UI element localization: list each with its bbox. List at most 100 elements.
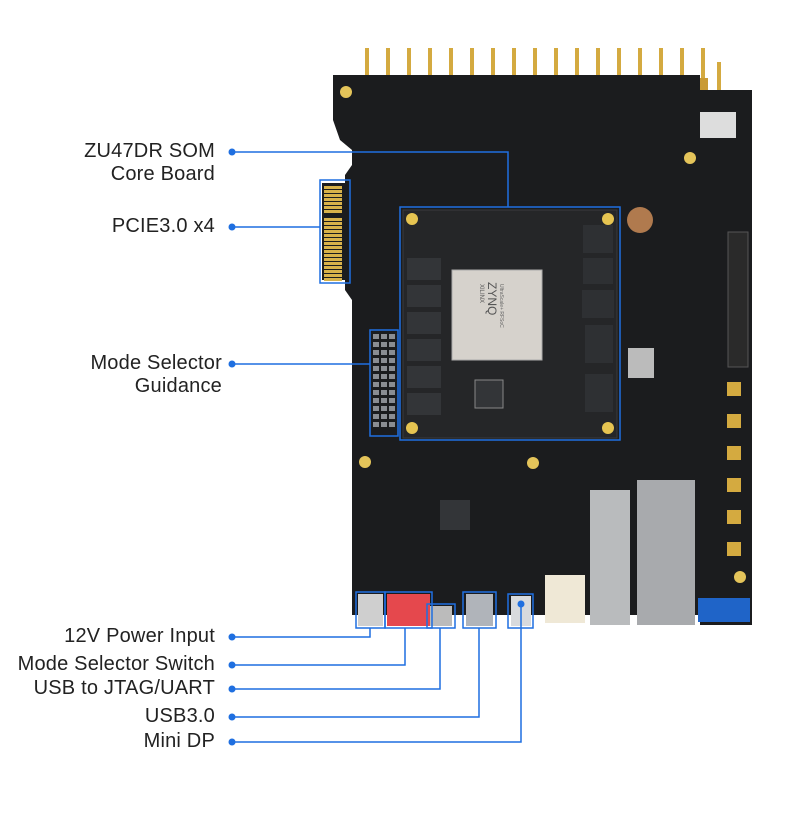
guidance-cell bbox=[381, 398, 387, 403]
sma-connector bbox=[638, 48, 642, 78]
label-guidance: Mode Selector Guidance bbox=[90, 352, 222, 398]
guidance-cell bbox=[373, 414, 379, 419]
guidance-cell bbox=[381, 422, 387, 427]
pcie-finger bbox=[324, 230, 342, 233]
side-sma-connector bbox=[727, 414, 741, 428]
pcie-finger bbox=[324, 238, 342, 241]
sma-connector bbox=[365, 48, 369, 78]
guidance-cell bbox=[389, 414, 395, 419]
side-sma-connector bbox=[727, 382, 741, 396]
pcie-finger bbox=[324, 194, 342, 197]
ddr-chip bbox=[407, 393, 441, 415]
chip-series: UltraScale+ RFSoC bbox=[498, 284, 504, 328]
ddr-chip bbox=[407, 339, 441, 361]
guidance-cell bbox=[389, 390, 395, 395]
guidance-cell bbox=[389, 342, 395, 347]
guidance-cell bbox=[389, 334, 395, 339]
guidance-cell bbox=[373, 350, 379, 355]
side-sma-connector bbox=[727, 478, 741, 492]
sma-connector bbox=[533, 48, 537, 78]
label-pcie: PCIE3.0 x4 bbox=[111, 215, 215, 237]
guidance-cell bbox=[373, 422, 379, 427]
guidance-cell bbox=[381, 342, 387, 347]
guidance-cell bbox=[389, 366, 395, 371]
guidance-cell bbox=[373, 342, 379, 347]
guidance-cell bbox=[373, 390, 379, 395]
guidance-cell bbox=[373, 358, 379, 363]
pcie-finger bbox=[324, 258, 342, 261]
sma-connector bbox=[596, 48, 600, 78]
sma-connector bbox=[680, 48, 684, 78]
rtc-battery bbox=[627, 207, 653, 233]
wireless-module bbox=[700, 112, 736, 138]
pcie-finger bbox=[324, 218, 342, 221]
pin-header bbox=[727, 231, 749, 368]
sma-connector bbox=[512, 48, 516, 78]
pcie-finger bbox=[324, 274, 342, 277]
sma-connector bbox=[428, 48, 432, 78]
mounting-holes bbox=[340, 86, 746, 583]
guidance-cell bbox=[389, 374, 395, 379]
pcie-finger bbox=[324, 206, 342, 209]
sma-connector bbox=[449, 48, 453, 78]
sma-connector bbox=[617, 48, 621, 78]
pcie-finger bbox=[324, 242, 342, 245]
pcie-finger bbox=[324, 198, 342, 201]
guidance-cell bbox=[389, 398, 395, 403]
sma-connector bbox=[717, 62, 721, 92]
guidance-cell bbox=[373, 382, 379, 387]
guidance-cell bbox=[381, 366, 387, 371]
guidance-cell bbox=[381, 374, 387, 379]
label-guidance-line1: Mode Selector bbox=[90, 352, 222, 374]
guidance-cell bbox=[373, 366, 379, 371]
guidance-cell bbox=[381, 334, 387, 339]
pcie-finger bbox=[324, 234, 342, 237]
pcie-finger bbox=[324, 262, 342, 265]
pcie-finger bbox=[324, 202, 342, 205]
pcie-finger bbox=[324, 250, 342, 253]
guidance-cell bbox=[381, 350, 387, 355]
pcie-finger bbox=[324, 190, 342, 193]
oscillator bbox=[628, 348, 654, 378]
side-sma-connector bbox=[727, 542, 741, 556]
ddr-chip bbox=[407, 312, 441, 334]
label-power: 12V Power Input bbox=[64, 625, 215, 647]
sma-connector bbox=[554, 48, 558, 78]
pcie-finger bbox=[324, 266, 342, 269]
label-mode-switch: Mode Selector Switch bbox=[17, 653, 215, 675]
terminal-block bbox=[698, 598, 750, 622]
guidance-cell bbox=[373, 374, 379, 379]
pcie-finger bbox=[324, 222, 342, 225]
pcie-edge-connector bbox=[322, 183, 350, 281]
pcie-finger bbox=[324, 270, 342, 273]
label-som: ZU47DR SOM Core Board bbox=[84, 140, 215, 186]
side-sma-connector bbox=[727, 446, 741, 460]
pcie-finger bbox=[324, 278, 342, 281]
guidance-cell bbox=[373, 334, 379, 339]
side-sma-connector bbox=[727, 510, 741, 524]
guidance-cell bbox=[381, 406, 387, 411]
chip-brand: XILINX bbox=[478, 284, 484, 303]
callout-dots bbox=[228, 148, 525, 746]
callout-lines bbox=[232, 151, 621, 743]
ddr-chip bbox=[407, 258, 441, 280]
sma-connector bbox=[701, 48, 705, 78]
label-mini-dp: Mini DP bbox=[143, 730, 215, 752]
chip-family: ZYNQ bbox=[485, 282, 499, 315]
sma-connector bbox=[575, 48, 579, 78]
ddr-chip bbox=[407, 366, 441, 388]
guidance-cell bbox=[389, 422, 395, 427]
guidance-cell bbox=[389, 350, 395, 355]
guidance-cell bbox=[381, 358, 387, 363]
pcie-finger bbox=[324, 246, 342, 249]
label-usb-jtag: USB to JTAG/UART bbox=[33, 677, 215, 699]
pcie-finger bbox=[324, 254, 342, 257]
guidance-cell bbox=[381, 382, 387, 387]
ddr-chip bbox=[407, 285, 441, 307]
sma-connector-base bbox=[698, 78, 708, 100]
sma-connector bbox=[659, 48, 663, 78]
sfp-cage bbox=[590, 490, 630, 625]
pcie-finger bbox=[324, 186, 342, 189]
usb3-port bbox=[466, 594, 493, 626]
